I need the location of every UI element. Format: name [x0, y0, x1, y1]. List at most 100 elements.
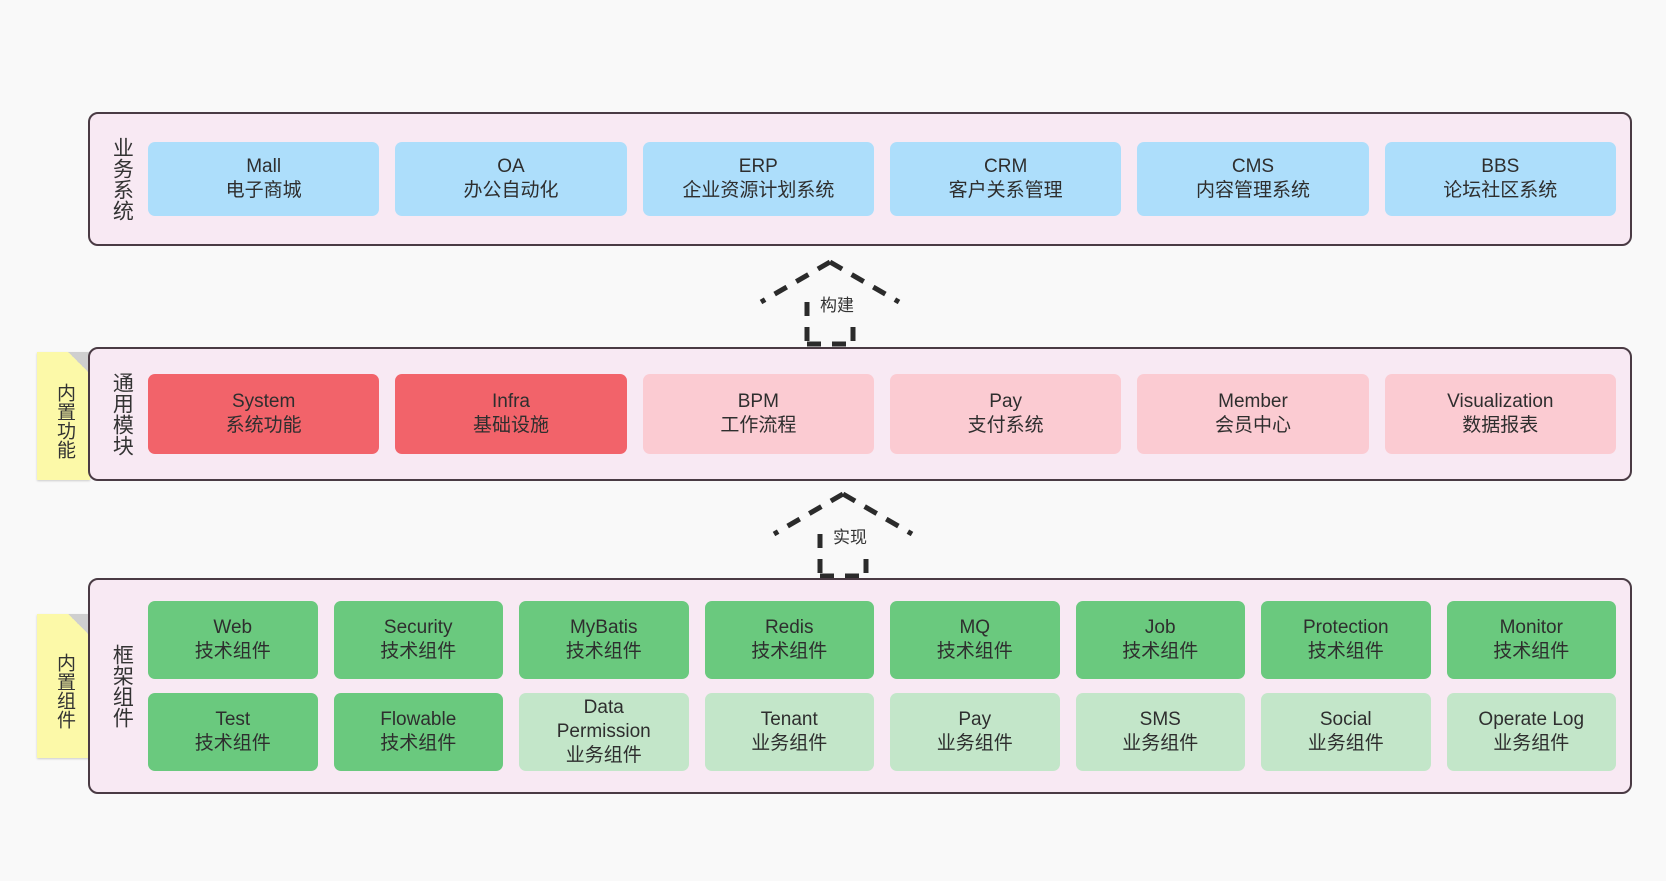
node-subtitle: 支付系统: [967, 415, 1044, 436]
node-subtitle: 论坛社区系统: [1443, 180, 1558, 201]
node-subtitle: 系统功能: [225, 415, 302, 436]
node-data-permission[interactable]: Data Permission 业务组件: [519, 693, 689, 771]
node-protection[interactable]: Protection 技术组件: [1261, 601, 1431, 679]
node-title: Social: [1319, 709, 1372, 731]
node-title: SMS: [1139, 709, 1181, 731]
node-title: CRM: [984, 156, 1028, 178]
node-operate-log[interactable]: Operate Log 业务组件: [1446, 693, 1616, 771]
node-infra[interactable]: Infra 基础设施: [395, 374, 627, 454]
folded-corner-icon: [68, 352, 90, 374]
layer-title-business: 业务系统: [110, 137, 134, 221]
node-subtitle: 企业资源计划系统: [682, 180, 835, 201]
node-title: System: [231, 391, 296, 413]
node-subtitle: 客户关系管理: [948, 180, 1063, 201]
node-subtitle: 技术组件: [936, 641, 1013, 662]
node-sms[interactable]: SMS 业务组件: [1075, 693, 1245, 771]
node-subtitle: 技术组件: [1307, 641, 1384, 662]
node-test[interactable]: Test 技术组件: [148, 693, 318, 771]
folded-corner-icon: [68, 614, 90, 636]
node-monitor[interactable]: Monitor 技术组件: [1446, 601, 1616, 679]
layer-row: System 系统功能 Infra 基础设施 BPM 工作流程 Pay 支付系统…: [148, 374, 1616, 454]
sticky-label-builtin-function: 内置功能: [53, 383, 75, 459]
layer-title-common: 通用模块: [110, 372, 134, 456]
node-title: Mall: [246, 156, 282, 178]
node-subtitle: 技术组件: [565, 641, 642, 662]
node-title: Test: [215, 709, 251, 731]
node-social[interactable]: Social 业务组件: [1261, 693, 1431, 771]
node-subtitle: 业务组件: [936, 733, 1013, 754]
node-title: Job: [1144, 617, 1176, 639]
node-title: Web: [213, 617, 253, 639]
node-redis[interactable]: Redis 技术组件: [704, 601, 874, 679]
node-title: Operate Log: [1478, 709, 1585, 731]
node-title: Member: [1218, 391, 1288, 413]
node-title: Redis: [764, 617, 814, 639]
node-oa[interactable]: OA 办公自动化: [395, 142, 627, 216]
node-title: Pay: [989, 391, 1023, 413]
layer-body-common: System 系统功能 Infra 基础设施 BPM 工作流程 Pay 支付系统…: [144, 349, 1630, 479]
node-pay-component[interactable]: Pay 业务组件: [890, 693, 1060, 771]
node-subtitle: 基础设施: [472, 415, 549, 436]
node-subtitle: 技术组件: [194, 733, 271, 754]
node-pay-module[interactable]: Pay 支付系统: [889, 374, 1122, 454]
node-title: BBS: [1481, 156, 1520, 178]
node-subtitle: 办公自动化: [463, 180, 559, 201]
node-bpm[interactable]: BPM 工作流程: [642, 374, 874, 454]
layer-framework-component: 框架组件 Web 技术组件 Security 技术组件 MyBatis 技术组件…: [88, 578, 1632, 794]
node-subtitle: 会员中心: [1214, 415, 1291, 436]
node-title: MQ: [959, 617, 991, 639]
node-member[interactable]: Member 会员中心: [1137, 374, 1369, 454]
layer-row: Test 技术组件 Flowable 技术组件 Data Permission …: [148, 693, 1616, 771]
node-system[interactable]: System 系统功能: [148, 374, 380, 454]
layer-title-framework: 框架组件: [110, 644, 134, 728]
node-cms[interactable]: CMS 内容管理系统: [1137, 142, 1369, 216]
node-subtitle: 业务组件: [1307, 733, 1384, 754]
layer-body-business: Mall 电子商城 OA 办公自动化 ERP 企业资源计划系统 CRM 客户关系…: [144, 114, 1630, 244]
sticky-note-builtin-component: 内置组件: [37, 614, 90, 758]
node-title: ERP: [738, 156, 778, 178]
node-subtitle: 工作流程: [720, 415, 797, 436]
node-security[interactable]: Security 技术组件: [333, 601, 503, 679]
node-title: Pay: [958, 709, 992, 731]
arrow-label-build: 构建: [817, 291, 857, 316]
node-subtitle: 技术组件: [1493, 641, 1570, 662]
node-subtitle: 业务组件: [751, 733, 828, 754]
arrow-build: 构建: [755, 258, 905, 347]
node-title-cont: Permission: [556, 721, 651, 743]
node-visualization[interactable]: Visualization 数据报表: [1384, 374, 1616, 454]
node-title: MyBatis: [569, 617, 638, 639]
node-mybatis[interactable]: MyBatis 技术组件: [519, 601, 689, 679]
node-mq[interactable]: MQ 技术组件: [890, 601, 1060, 679]
layer-row: Web 技术组件 Security 技术组件 MyBatis 技术组件 Redi…: [148, 601, 1616, 679]
node-title: Security: [383, 617, 453, 639]
node-title: CMS: [1231, 156, 1275, 178]
node-erp[interactable]: ERP 企业资源计划系统: [642, 142, 874, 216]
node-subtitle: 电子商城: [225, 180, 302, 201]
node-subtitle: 技术组件: [194, 641, 271, 662]
node-job[interactable]: Job 技术组件: [1075, 601, 1245, 679]
node-web[interactable]: Web 技术组件: [148, 601, 318, 679]
node-subtitle: 技术组件: [1122, 641, 1199, 662]
node-mall[interactable]: Mall 电子商城: [148, 142, 380, 216]
arrow-label-implement: 实现: [830, 523, 870, 548]
node-subtitle: 业务组件: [1493, 733, 1570, 754]
node-crm[interactable]: CRM 客户关系管理: [889, 142, 1122, 216]
layer-row: Mall 电子商城 OA 办公自动化 ERP 企业资源计划系统 CRM 客户关系…: [148, 142, 1616, 216]
node-subtitle: 技术组件: [380, 641, 457, 662]
node-title: Tenant: [760, 709, 818, 731]
node-title: Flowable: [380, 709, 457, 731]
node-title: Infra: [491, 391, 530, 413]
node-bbs[interactable]: BBS 论坛社区系统: [1384, 142, 1616, 216]
sticky-label-builtin-component: 内置组件: [53, 653, 75, 729]
node-tenant[interactable]: Tenant 业务组件: [704, 693, 874, 771]
node-subtitle: 数据报表: [1462, 415, 1539, 436]
arrow-implement: 实现: [768, 490, 918, 579]
node-title: BPM: [737, 391, 779, 413]
node-subtitle: 技术组件: [751, 641, 828, 662]
node-subtitle: 业务组件: [1122, 733, 1199, 754]
node-subtitle: 技术组件: [380, 733, 457, 754]
layer-body-framework: Web 技术组件 Security 技术组件 MyBatis 技术组件 Redi…: [144, 580, 1630, 792]
node-flowable[interactable]: Flowable 技术组件: [333, 693, 503, 771]
node-title: OA: [497, 156, 525, 178]
